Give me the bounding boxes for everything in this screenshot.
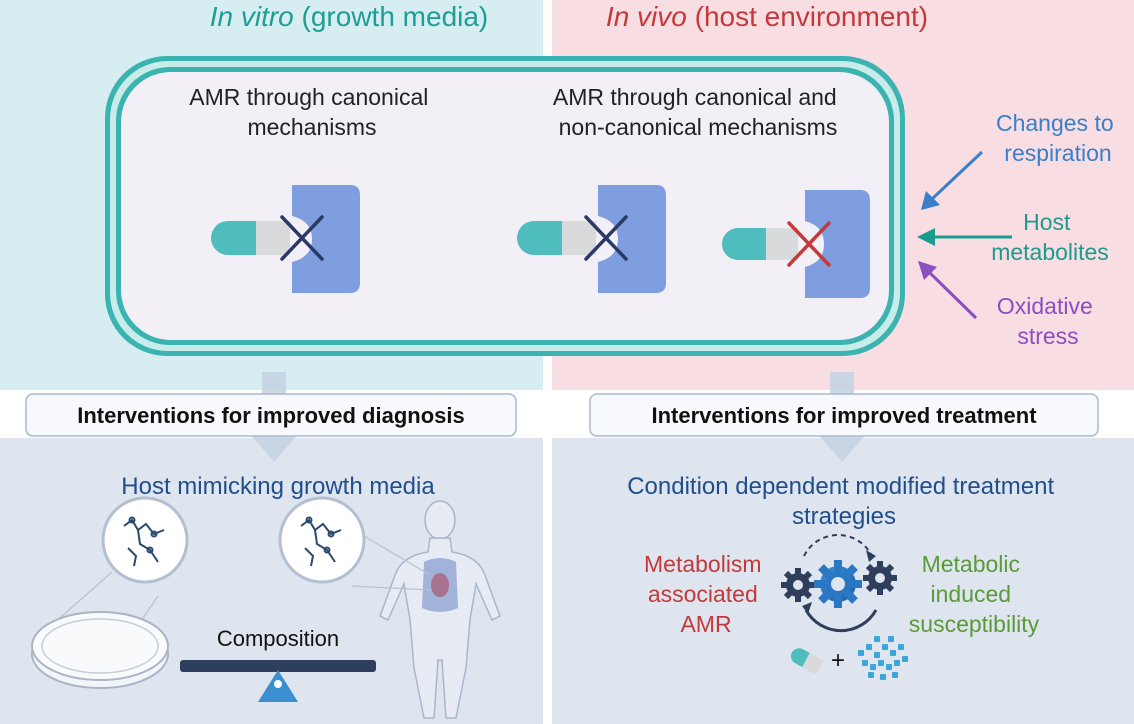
balance-scale-icon — [180, 660, 376, 702]
metabolism-amr-label: Metabolism associated AMR — [644, 551, 768, 637]
target-protein-3 — [805, 190, 870, 298]
antibiotic-pill-1 — [211, 221, 290, 255]
canonical-label: AMR through canonical mechanisms — [189, 84, 434, 140]
antibiotic-pill-3 — [722, 228, 798, 260]
growth-media-heading: Host mimicking growth media — [121, 473, 435, 500]
svg-text:Interventions for improved dia: Interventions for improved diagnosis — [77, 403, 465, 428]
metabolites-label: Host metabolites — [991, 209, 1109, 265]
human-body-icon — [379, 500, 501, 719]
treatment-band: Interventions for improved treatment — [589, 393, 1099, 437]
metabolite-cluster-icon — [858, 636, 908, 680]
metabolites-arrow — [917, 228, 1012, 246]
target-protein-1 — [292, 185, 360, 293]
respiration-arrow — [921, 150, 984, 210]
molecule-zoom-circle-2 — [278, 496, 366, 584]
block-cross-2 — [584, 215, 628, 261]
diagnosis-band: Interventions for improved diagnosis — [25, 393, 517, 437]
treatment-heading: Condition dependent modified treatment s… — [627, 473, 1061, 530]
plus-sign: + — [831, 647, 845, 674]
oxidative-arrow — [918, 261, 978, 320]
in-vivo-title: In vivo (host environment) — [606, 1, 928, 32]
in-vitro-title: In vitro (growth media) — [210, 1, 489, 32]
respiration-label: Changes to respiration — [996, 110, 1120, 166]
oxidative-label: Oxidative stress — [997, 293, 1099, 349]
target-protein-2 — [598, 185, 666, 293]
block-cross-1 — [280, 215, 324, 261]
molecule-zoom-circle-1 — [101, 496, 189, 584]
antibiotic-pill-2 — [517, 221, 596, 255]
svg-text:Interventions for improved tre: Interventions for improved treatment — [651, 403, 1037, 428]
pill-small-icon — [790, 648, 824, 675]
metabolic-susceptibility-label: Metabolic induced susceptibility — [909, 551, 1040, 637]
gears-icon — [781, 534, 897, 633]
composition-label: Composition — [217, 626, 339, 651]
non-canonical-label: AMR through canonical and non-canonical … — [553, 84, 843, 140]
block-cross-red — [787, 221, 831, 267]
petri-dish-icon — [31, 611, 169, 689]
